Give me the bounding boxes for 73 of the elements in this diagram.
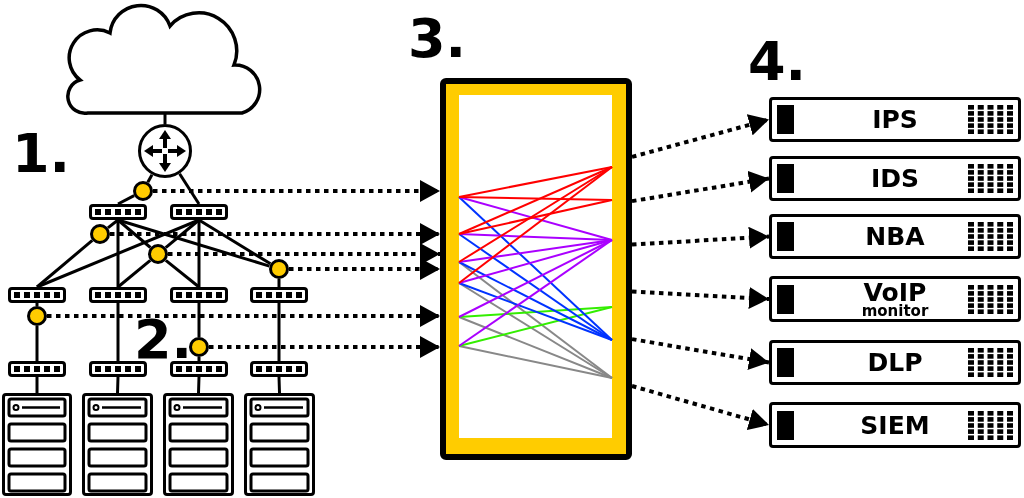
link-line [35, 377, 39, 393]
tap-marker [269, 259, 289, 279]
link-line [35, 326, 39, 361]
link-line [198, 218, 272, 266]
network-switch [170, 287, 228, 303]
link-line [277, 376, 281, 394]
tap-marker [148, 244, 168, 264]
appliance-unit [769, 214, 1021, 259]
network-switch [170, 204, 228, 220]
callout-number: 4. [748, 41, 807, 84]
appliance-label: SIEM [860, 412, 930, 438]
appliance-unit [769, 156, 1021, 201]
dotted-arrow [631, 286, 770, 309]
tap-marker [90, 224, 110, 244]
network-switch [89, 361, 147, 377]
dotted-arrow [289, 258, 440, 280]
link-line [146, 173, 154, 183]
network-switch [8, 361, 66, 377]
dotted-arrow [631, 384, 770, 431]
link-line [178, 172, 201, 205]
dotted-arrow [631, 114, 770, 159]
tap-marker [133, 181, 153, 201]
network-switch [8, 287, 66, 303]
link-line [36, 239, 94, 289]
network-switch [170, 361, 228, 377]
server-tower [2, 393, 72, 496]
tap-marker [189, 337, 209, 357]
dotted-arrow [631, 170, 770, 204]
dotted-arrow [631, 226, 770, 249]
callout-number: 2. [134, 319, 193, 362]
appliance-unit [769, 97, 1021, 142]
server-tower [82, 393, 153, 496]
appliance-unit [769, 402, 1021, 448]
appliance-sublabel: monitor [861, 303, 929, 319]
link-line [117, 218, 270, 268]
link-line [164, 259, 200, 289]
link-line [116, 376, 120, 394]
tap-marker [27, 306, 47, 326]
network-switch [250, 361, 308, 377]
link-line [277, 303, 281, 361]
cloud [66, 3, 262, 115]
appliance-unit [769, 340, 1021, 385]
link-line [35, 303, 39, 306]
appliance-unit [769, 276, 1021, 322]
dotted-arrow [47, 305, 440, 327]
server-tower [244, 393, 315, 496]
link-line [197, 303, 201, 337]
appliance-label: NBA [865, 224, 925, 249]
network-switch [89, 204, 147, 220]
link-line [117, 194, 135, 206]
server-tower [163, 393, 234, 496]
callout-number: 3. [408, 18, 467, 61]
appliance-label: IPS [872, 107, 918, 132]
link-line [117, 259, 152, 289]
router [138, 124, 192, 178]
callout-number: 1. [12, 133, 71, 176]
link-line [106, 218, 119, 230]
link-line [197, 376, 201, 394]
link-line [277, 279, 281, 287]
network-switch [250, 287, 308, 303]
mapping-panel [440, 78, 632, 460]
appliance-label: DLP [867, 350, 923, 375]
link-line [197, 357, 201, 361]
link-line [197, 220, 201, 287]
dotted-arrow [153, 180, 440, 202]
appliance-label: IDS [870, 166, 920, 191]
appliance-label: VoIP [863, 279, 927, 305]
link-line [116, 303, 120, 361]
dotted-arrow [209, 336, 440, 358]
link-line [116, 220, 120, 287]
network-switch [89, 287, 147, 303]
dotted-arrow [110, 223, 440, 245]
dotted-arrow [631, 337, 770, 370]
